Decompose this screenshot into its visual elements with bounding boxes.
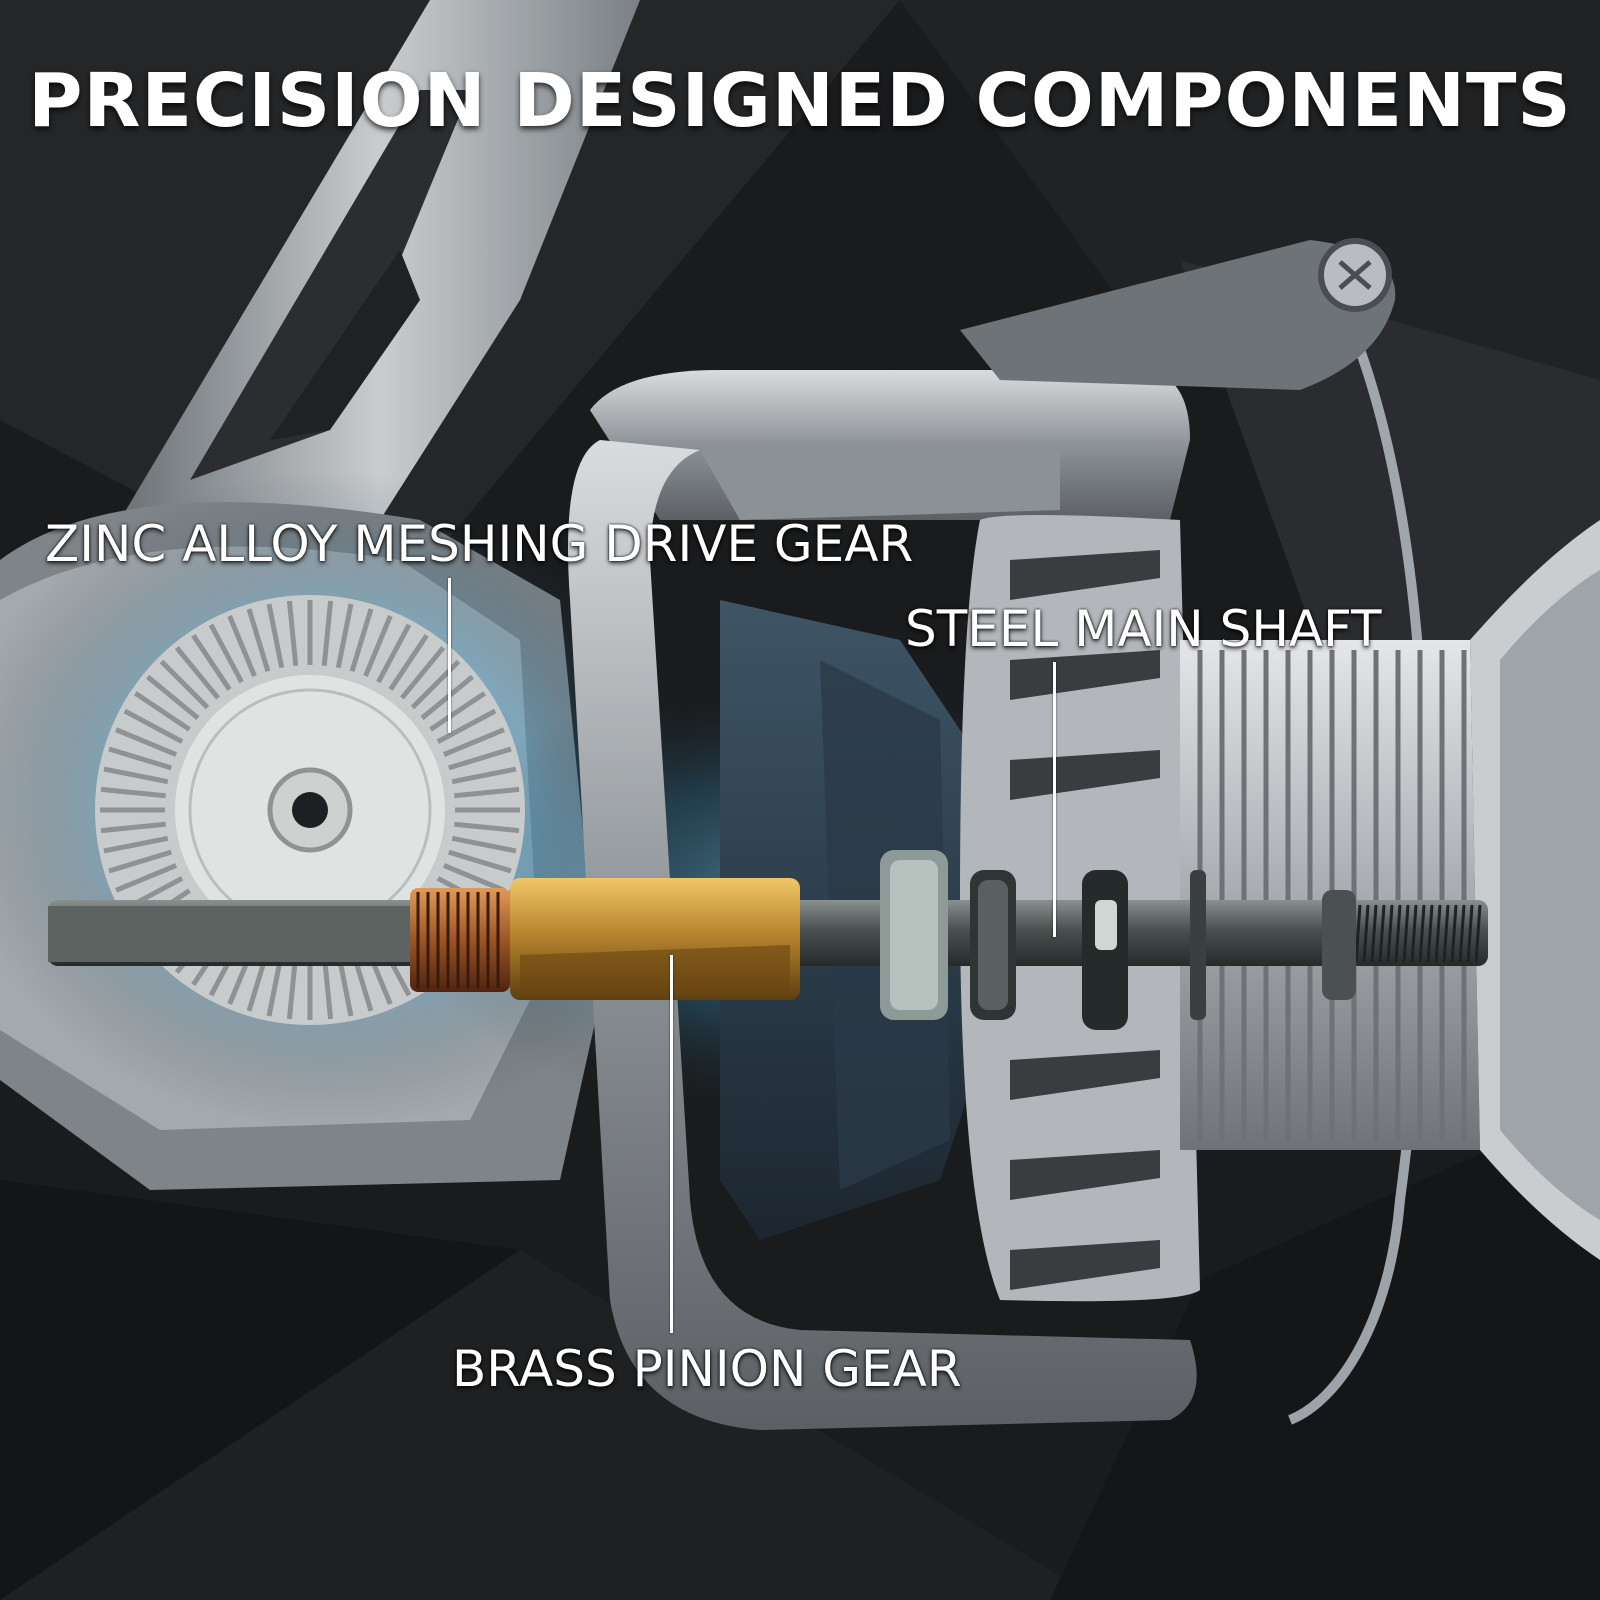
leader-line-main-shaft xyxy=(1053,662,1056,937)
leader-line-pinion-gear xyxy=(670,955,673,1333)
leader-line-drive-gear xyxy=(448,578,451,733)
callout-pinion-gear: BRASS PINION GEAR xyxy=(452,1340,962,1398)
callout-drive-gear: ZINC ALLOY MESHING DRIVE GEAR xyxy=(45,515,914,573)
page-title: PRECISION DESIGNED COMPONENTS xyxy=(28,58,1572,144)
callout-main-shaft: STEEL MAIN SHAFT xyxy=(905,600,1382,658)
pinion-gear xyxy=(410,878,800,1000)
main-shaft xyxy=(48,850,1488,1030)
